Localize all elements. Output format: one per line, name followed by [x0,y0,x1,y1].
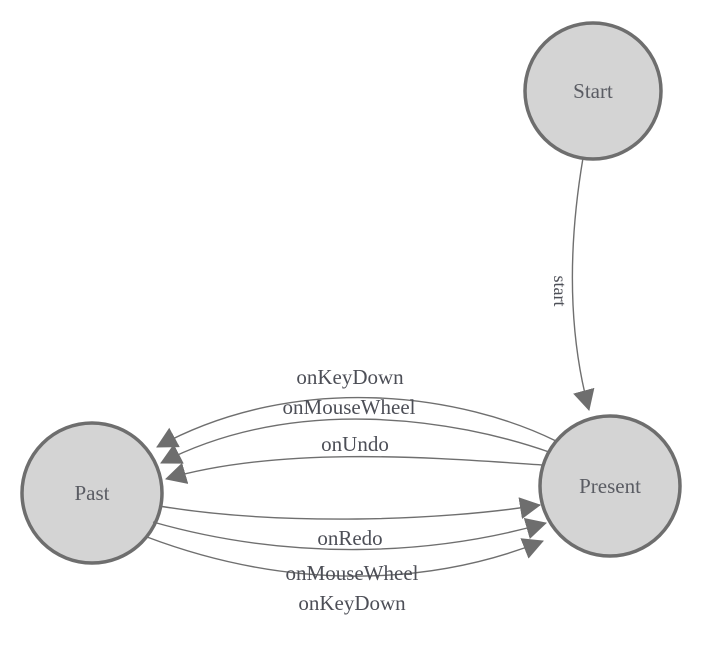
edge-present-to-past-onkeydown[interactable] [156,396,557,448]
node-past-circle[interactable] [20,421,164,565]
node-present[interactable]: Present [538,414,682,558]
edge-label-onkeydown-bottom: onKeyDown [298,591,406,615]
edge-label-onredo: onRedo [317,526,382,550]
node-past[interactable]: Past [20,421,164,565]
edge-start-to-present[interactable] [571,157,595,411]
edge-present-to-past-onundo[interactable] [165,455,544,484]
edge-label-start: start [550,276,570,307]
edge-label-onmousewheel-bottom: onMouseWheel [286,561,419,585]
edge-past-to-present-onredo[interactable] [158,497,541,520]
edge-past-to-present-onmousewheel[interactable] [152,517,547,551]
edge-label-onundo: onUndo [321,432,389,456]
node-start-circle[interactable] [523,21,663,161]
edge-label-onkeydown-top: onKeyDown [296,365,404,389]
node-start[interactable]: Start [523,21,663,161]
edge-present-to-past-onmousewheel[interactable] [160,418,550,464]
edge-past-to-present-onkeydown[interactable] [146,536,544,577]
node-present-circle[interactable] [538,414,682,558]
